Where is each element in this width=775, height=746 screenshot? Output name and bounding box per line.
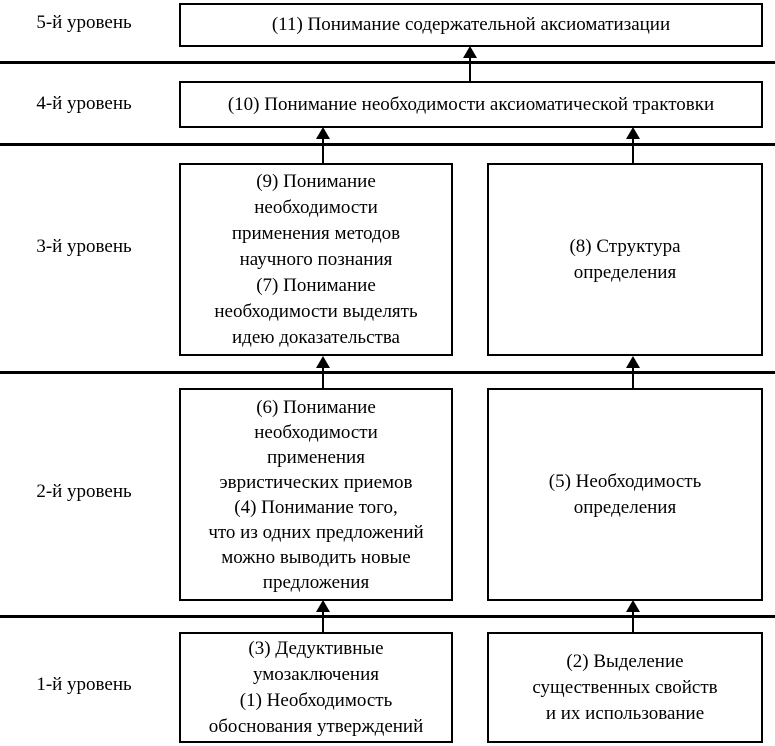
arrow-shaft [469,58,471,82]
arrow-head-icon [316,356,330,368]
arrow-shaft [322,139,324,164]
box-9-7-scientific-cognition-methods: (9) Понимание необходимости применения м… [179,163,453,356]
arrow-head-icon [316,600,330,612]
up-arrow-level1-right-to-level2 [626,600,640,633]
divider-level4-level3 [0,143,775,146]
up-arrow-level2-left-to-level3 [316,356,330,389]
level-label-2: 2-й уровень [36,481,132,502]
arrow-head-icon [626,600,640,612]
box-10-axiomatic-treatment: (10) Понимание необходимости аксиоматиче… [179,81,763,128]
divider-level2-level1 [0,615,775,618]
arrow-head-icon [316,127,330,139]
divider-level5-level4 [0,61,775,64]
up-arrow-level3-left-to-level4 [316,127,330,164]
arrow-shaft [322,612,324,633]
arrow-head-icon [626,356,640,368]
box-8-definition-structure: (8) Структура определения [487,163,763,356]
arrow-head-icon [463,46,477,58]
level-label-4: 4-й уровень [36,93,132,114]
arrow-head-icon [626,127,640,139]
arrow-shaft [632,612,634,633]
box-3-1-deductive-reasoning: (3) Дедуктивные умозаключения (1) Необхо… [179,632,453,743]
up-arrow-level2-right-to-level3 [626,356,640,389]
arrow-shaft [632,368,634,389]
box-6-4-heuristic-techniques: (6) Понимание необходимости применения э… [179,388,453,601]
up-arrow-level1-left-to-level2 [316,600,330,633]
arrow-shaft [632,139,634,164]
level-label-1: 1-й уровень [36,674,132,695]
box-11-contentual-axiomatization: (11) Понимание содержательной аксиоматиз… [179,3,763,47]
up-arrow-level4-to-level5 [463,46,477,82]
divider-level3-level2 [0,371,775,374]
level-label-3: 3-й уровень [36,236,132,257]
up-arrow-level3-right-to-level4 [626,127,640,164]
box-5-definition-necessity: (5) Необходимость определения [487,388,763,601]
arrow-shaft [322,368,324,389]
level-label-5: 5-й уровень [36,12,132,33]
box-2-essential-properties: (2) Выделение существенных свойств и их … [487,632,763,743]
